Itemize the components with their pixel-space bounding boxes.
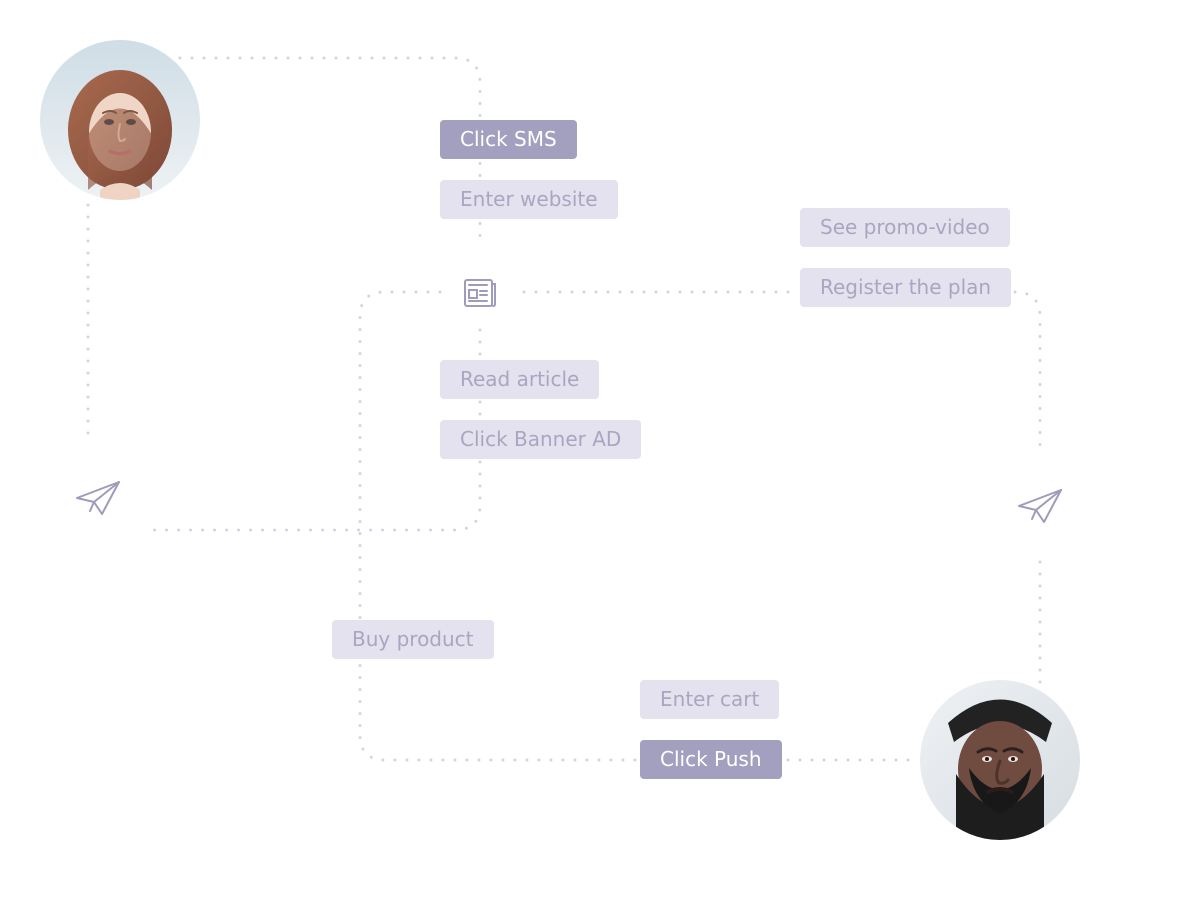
tag-enter-cart[interactable]: Enter cart — [640, 680, 780, 719]
tag-buy-product-label: Buy product — [352, 627, 474, 651]
tag-register-the-plan[interactable]: Register the plan — [800, 268, 1012, 307]
tag-click-push-label: Click Push — [660, 747, 762, 771]
tag-enter-cart-label: Enter cart — [660, 687, 760, 711]
tag-read-article-label: Read article — [460, 367, 580, 391]
tag-read-article[interactable]: Read article — [440, 360, 600, 399]
tag-register-the-plan-label: Register the plan — [820, 275, 992, 299]
tag-click-push[interactable]: Click Push — [640, 740, 782, 779]
tag-see-promo-video-label: See promo-video — [820, 215, 990, 239]
tag-enter-website[interactable]: Enter website — [440, 180, 618, 219]
path-right-loop-top — [1013, 290, 1042, 457]
woman-avatar — [40, 40, 200, 200]
newspaper-icon — [463, 277, 497, 309]
path-center-loop — [143, 328, 482, 532]
tag-click-sms[interactable]: Click SMS — [440, 120, 577, 159]
tag-enter-website-label: Enter website — [460, 187, 598, 211]
tag-click-banner-ad-label: Click Banner AD — [460, 427, 622, 451]
man-avatar — [920, 680, 1080, 840]
tag-see-promo-video[interactable]: See promo-video — [800, 208, 1010, 247]
left-paper-plane-icon — [74, 478, 122, 518]
tag-click-sms-label: Click SMS — [460, 127, 557, 151]
tag-click-banner-ad[interactable]: Click Banner AD — [440, 420, 642, 459]
tag-buy-product[interactable]: Buy product — [332, 620, 494, 659]
right-paper-plane-icon — [1016, 486, 1064, 526]
path-top-left-loop — [178, 56, 482, 245]
